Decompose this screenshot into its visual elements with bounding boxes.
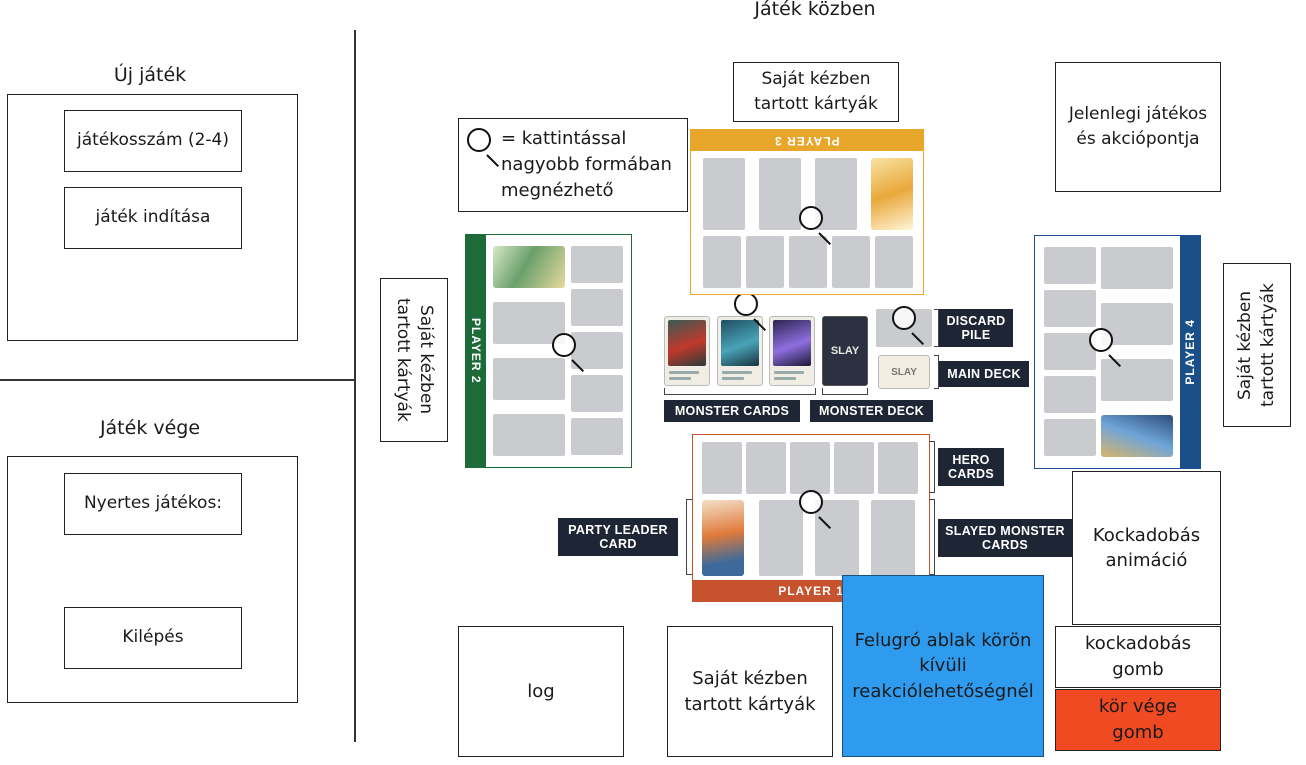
discard-pile-tag: DISCARD PILE (939, 309, 1013, 347)
monster-cards-tag: MONSTER CARDS (664, 400, 800, 422)
hand-bottom-box[interactable]: Saját kézben tartott kártyák (667, 626, 833, 757)
player2-label: PLAYER 2 (469, 318, 483, 384)
game-end-title: Játék vége (99, 417, 201, 439)
player-count-box[interactable]: játékosszám (2-4) (64, 110, 242, 172)
hero-cards-tag: HERO CARDS (938, 448, 1004, 486)
monster-card-1[interactable] (664, 316, 710, 386)
player1-area: PLAYER 1 (692, 434, 930, 602)
monster-deck-bracket (822, 388, 868, 395)
player3-area: PLAYER 3 (690, 129, 924, 295)
party-leader-card-tag: PARTY LEADER CARD (558, 518, 678, 556)
main-divider-vertical (354, 30, 356, 742)
dice-animation-box: Kockadobás animáció (1072, 471, 1221, 625)
slayed-monster-cards-tag: SLAYED MONSTER CARDS (938, 519, 1072, 557)
player4-banner: PLAYER 4 (1180, 236, 1200, 468)
player2-area: PLAYER 2 (465, 234, 632, 468)
monster-card-3[interactable] (769, 316, 815, 386)
monster-deck-card[interactable]: SLAY (822, 316, 868, 386)
monster-card-2[interactable] (717, 316, 763, 386)
main-deck-bracket (934, 355, 939, 389)
slayed-bracket (929, 499, 935, 575)
player2-banner: PLAYER 2 (466, 235, 486, 467)
dice-roll-button[interactable]: kockadobás gomb (1055, 626, 1221, 688)
monster-deck-tag: MONSTER DECK (810, 400, 933, 422)
discard-magnifier-icon[interactable] (892, 306, 916, 330)
player4-area: PLAYER 4 (1034, 235, 1201, 469)
start-game-button[interactable]: játék indítása (64, 187, 242, 249)
monster-cards-bracket (664, 388, 816, 395)
left-divider-horizontal (0, 379, 356, 381)
monster-deck-logo: SLAY (830, 345, 860, 357)
main-deck-card[interactable]: SLAY (878, 355, 930, 389)
player1-magnifier-icon[interactable] (799, 490, 823, 514)
player4-magnifier-icon[interactable] (1089, 328, 1113, 352)
main-deck-logo: SLAY (891, 366, 917, 378)
end-turn-button[interactable]: kör vége gomb (1055, 689, 1221, 751)
in-game-title: Játék közben (754, 0, 876, 20)
hand-left-box[interactable]: Saját kézben tartott kártyák (380, 278, 448, 442)
magnifier-legend: = kattintással nagyobb formában megnézhe… (458, 118, 688, 212)
hand-right-box[interactable]: Saját kézben tartott kártyák (1223, 263, 1291, 427)
hand-top-box[interactable]: Saját kézben tartott kártyák (733, 62, 899, 122)
winner-box: Nyertes játékos: (64, 473, 242, 535)
player3-magnifier-icon[interactable] (799, 206, 823, 230)
current-player-box: Jelenlegi játékos és akciópontja (1055, 62, 1221, 192)
player3-banner: PLAYER 3 (691, 130, 923, 151)
player2-leader-card[interactable] (493, 246, 565, 288)
player3-leader-card[interactable] (871, 158, 913, 230)
player3-label: PLAYER 3 (774, 133, 840, 148)
hand-right-text: Saját kézben tartott kártyák (1235, 283, 1278, 407)
exit-button[interactable]: Kilépés (64, 607, 242, 669)
main-deck-tag: MAIN DECK (939, 361, 1029, 387)
player1-leader-card[interactable] (702, 500, 744, 576)
popup-window[interactable]: Felugró ablak körön kívüli reakciólehető… (842, 575, 1044, 757)
log-box: log (458, 626, 624, 757)
monster-row-magnifier-icon[interactable] (734, 292, 758, 316)
player2-magnifier-icon[interactable] (552, 333, 576, 357)
new-game-title: Új játék (113, 64, 187, 86)
hand-left-text: Saját kézben tartott kártyák (393, 298, 436, 422)
discard-bracket (934, 309, 939, 347)
player1-label: PLAYER 1 (778, 583, 844, 598)
magnifier-legend-text: = kattintással nagyobb formában megnézhe… (501, 128, 672, 202)
player4-label: PLAYER 4 (1183, 319, 1197, 385)
party-leader-bracket (686, 499, 692, 575)
magnifier-icon (467, 128, 491, 152)
hero-cards-bracket (929, 441, 935, 493)
player4-leader-card[interactable] (1101, 415, 1173, 457)
